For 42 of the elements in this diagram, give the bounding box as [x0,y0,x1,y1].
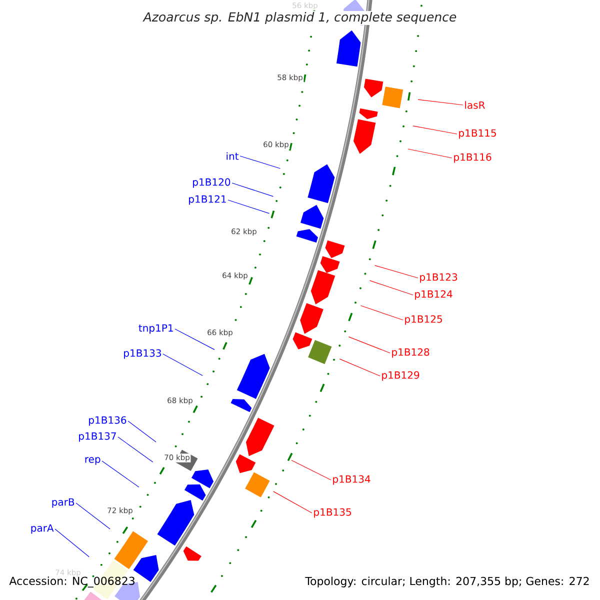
gene-label: p1B134 [333,475,370,485]
leader-line [273,491,312,514]
leader-line [369,280,414,296]
gene-label: parB [52,498,74,508]
leader-line [228,200,270,214]
leader-line [118,436,154,462]
leader-line [232,182,274,197]
gene-label: rep [85,457,100,465]
leader-line [360,305,404,320]
leader-line [102,460,140,488]
gene-label: int [226,152,239,160]
gene-label: lasR [465,101,485,109]
leader-line [174,328,215,350]
leader-line [54,528,90,558]
leader-line [291,460,332,480]
gene-label: parA [31,524,54,534]
gene-label: p1B116 [454,153,492,163]
gene-label: p1B125 [405,315,442,325]
gene-label: p1B123 [420,273,458,283]
leader-line [76,502,110,530]
leader-line [162,354,203,376]
leader-line [128,420,156,442]
accession-label: Accession: NC_006823 [9,576,134,588]
leader-line [418,99,464,106]
gene-label: p1B115 [459,129,496,139]
gene-label: p1B128 [392,348,430,358]
gene-label: p1B137 [79,432,116,442]
gene-label: p1B136 [89,416,126,426]
gene-label: tnp1P1 [138,324,173,334]
summary-label: Topology: circular; Length: 207,355 bp; Genes: 272 [305,576,589,588]
gene-label: p1B135 [314,508,351,518]
leader-line [348,336,390,354]
leader-line [374,265,418,278]
gene-label: p1B121 [189,195,226,205]
gene-label: p1B133 [124,349,161,359]
leader-line [339,358,380,376]
gene-label: p1B129 [382,371,420,381]
leader-line [412,126,458,134]
gene-label: p1B124 [415,290,452,300]
leader-line [408,148,452,158]
leader-line [240,156,281,169]
gene-label: p1B120 [193,178,230,188]
